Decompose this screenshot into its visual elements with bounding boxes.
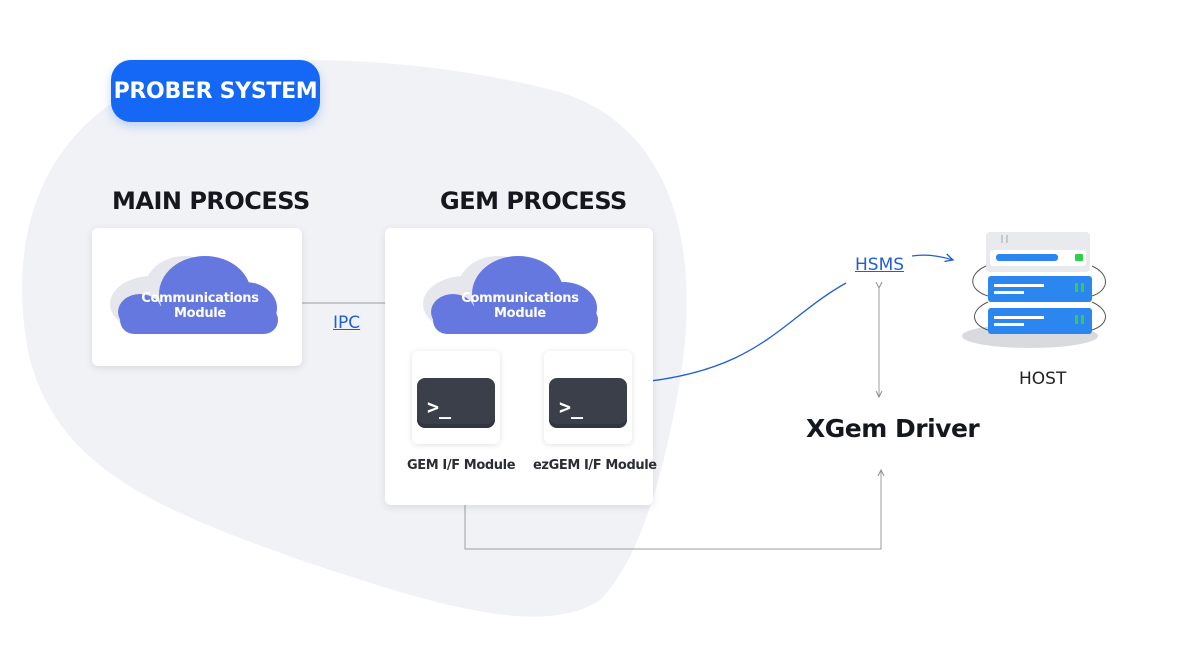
server-rack-icon bbox=[962, 232, 1106, 348]
main-process-card: Communications Module bbox=[92, 228, 302, 366]
terminal-icon: >_ bbox=[549, 378, 627, 428]
cloud-icon bbox=[423, 256, 598, 334]
ezgem-if-module-label: ezGEM I/F Module bbox=[533, 458, 657, 473]
hsms-host-connector bbox=[911, 255, 953, 260]
hsms-ezgem-connector bbox=[632, 282, 847, 383]
main-comm-module-label: Communications Module bbox=[141, 291, 259, 321]
ipc-link[interactable]: IPC bbox=[333, 313, 361, 333]
gem-if-module-label: GEM I/F Module bbox=[407, 458, 516, 473]
main-process-title: MAIN PROCESS bbox=[112, 187, 310, 215]
gem-process-title: GEM PROCESS bbox=[440, 187, 627, 215]
host-label: HOST bbox=[1019, 369, 1067, 389]
gem-comm-module-label: Communications Module bbox=[461, 291, 579, 321]
xgem-driver-label: XGem Driver bbox=[806, 414, 980, 443]
ezgem-if-module-card[interactable]: >_ bbox=[544, 351, 632, 444]
hsms-link[interactable]: HSMS bbox=[855, 255, 905, 275]
terminal-icon: >_ bbox=[417, 378, 495, 428]
gem-process-card: Communications Module >_ GEM I/F Module … bbox=[385, 228, 657, 505]
gem-driver-connector bbox=[465, 470, 881, 550]
cloud-icon bbox=[110, 256, 278, 334]
prober-system-badge: PROBER SYSTEM bbox=[111, 60, 320, 122]
gem-if-module-card[interactable]: >_ bbox=[412, 351, 500, 444]
